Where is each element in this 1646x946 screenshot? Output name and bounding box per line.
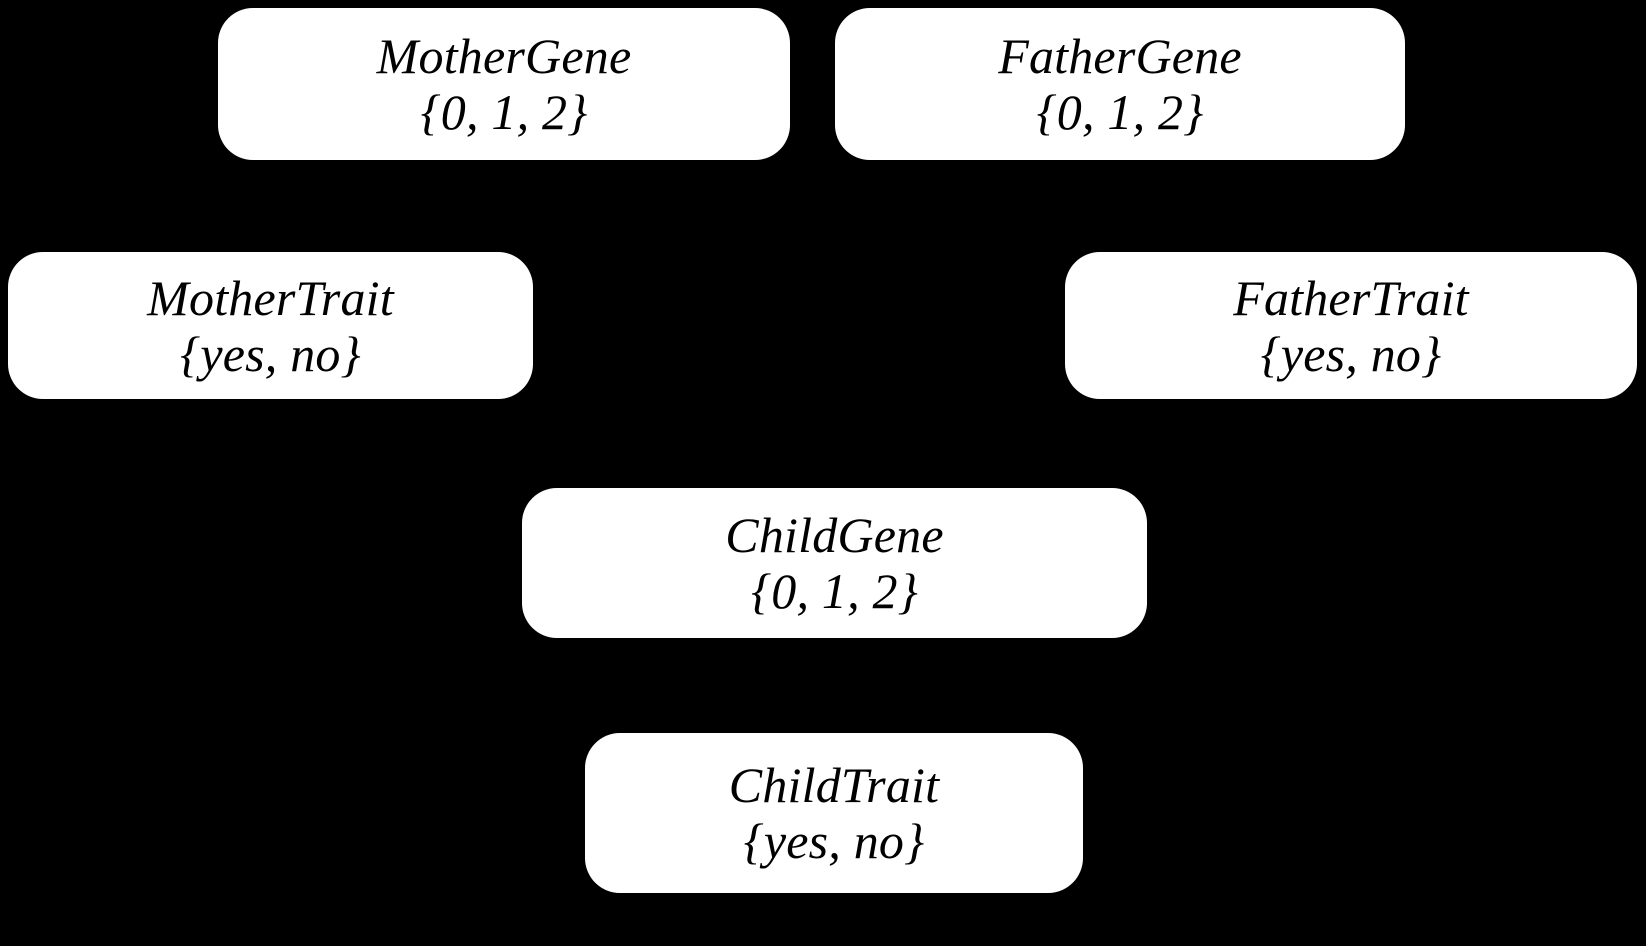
- node-mother-trait-label: MotherTrait: [147, 269, 394, 326]
- node-mother-trait-domain: {yes, no}: [180, 325, 361, 382]
- node-mother-gene-domain: {0, 1, 2}: [420, 84, 588, 140]
- node-father-gene[interactable]: FatherGene {0, 1, 2}: [835, 8, 1405, 160]
- node-child-trait[interactable]: ChildTrait {yes, no}: [585, 733, 1083, 893]
- node-child-gene-label: ChildGene: [725, 507, 944, 563]
- node-child-gene[interactable]: ChildGene {0, 1, 2}: [522, 488, 1147, 638]
- node-child-trait-domain: {yes, no}: [743, 813, 925, 869]
- node-father-gene-label: FatherGene: [998, 28, 1242, 84]
- node-child-trait-label: ChildTrait: [728, 757, 940, 813]
- node-mother-gene-label: MotherGene: [376, 28, 632, 84]
- node-father-trait-domain: {yes, no}: [1260, 325, 1442, 382]
- node-mother-gene[interactable]: MotherGene {0, 1, 2}: [218, 8, 790, 160]
- node-mother-trait[interactable]: MotherTrait {yes, no}: [8, 252, 533, 399]
- node-father-trait-label: FatherTrait: [1233, 269, 1469, 326]
- node-child-gene-domain: {0, 1, 2}: [751, 563, 918, 619]
- node-father-gene-domain: {0, 1, 2}: [1036, 84, 1204, 140]
- node-father-trait[interactable]: FatherTrait {yes, no}: [1065, 252, 1637, 399]
